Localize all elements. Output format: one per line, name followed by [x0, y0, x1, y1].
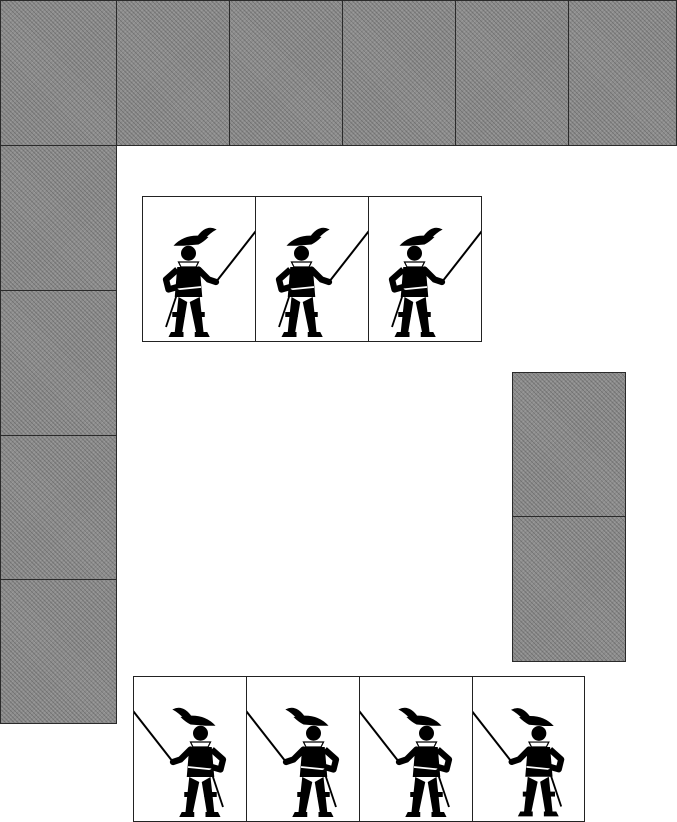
wall-tile	[512, 372, 626, 517]
musketeer-icon	[247, 677, 359, 821]
musketeer-icon	[143, 197, 255, 341]
musketeer-icon	[134, 677, 246, 821]
musketeer-icon	[369, 197, 481, 341]
musketeer-card[interactable]	[255, 196, 369, 342]
wall-tile	[455, 0, 569, 146]
musketeer-card[interactable]	[246, 676, 360, 822]
wall-tile	[568, 0, 677, 146]
musketeer-icon	[473, 677, 584, 821]
wall-tile	[116, 0, 230, 146]
wall-tile	[0, 0, 117, 146]
musketeer-icon	[256, 197, 368, 341]
wall-tile	[512, 516, 626, 662]
musketeer-card[interactable]	[142, 196, 256, 342]
wall-tile	[0, 579, 117, 724]
musketeer-card[interactable]	[368, 196, 482, 342]
musketeer-icon	[360, 677, 472, 821]
musketeer-card[interactable]	[472, 676, 585, 822]
wall-tile	[342, 0, 456, 146]
wall-tile	[0, 435, 117, 580]
wall-tile	[229, 0, 343, 146]
wall-tile	[0, 290, 117, 436]
musketeer-card[interactable]	[133, 676, 247, 822]
wall-tile	[0, 145, 117, 291]
musketeer-card[interactable]	[359, 676, 473, 822]
